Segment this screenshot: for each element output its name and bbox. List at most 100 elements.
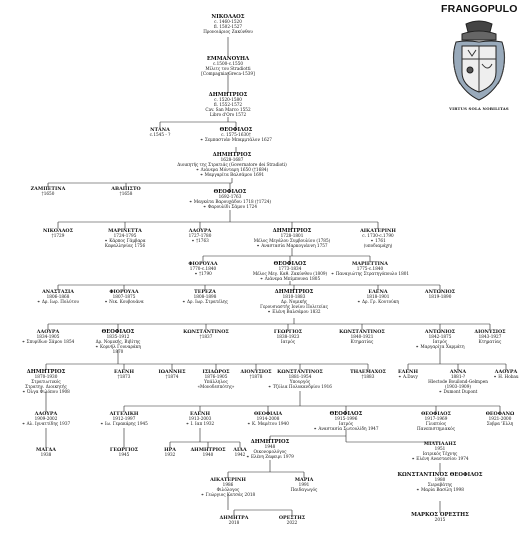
person-name: ΛΑΟΥΡΑ xyxy=(34,411,58,417)
person-detail: †1650 xyxy=(41,190,55,196)
person-name: ΚΩΝΣΤΑΝΤΙΝΟΣ ΘΕΟΦΙΛΟΣ xyxy=(397,472,483,478)
person-konstantinos: ΚΩΝΣΤΑΝΤΙΝΟΣ†1837 xyxy=(183,330,229,340)
person-detail: 1986 xyxy=(222,481,234,487)
person-detail: †1658 xyxy=(119,190,133,196)
person-detail: c. 1520-1580 xyxy=(214,96,242,102)
person-detail: 1942 xyxy=(234,451,246,457)
person-name: ΖΑΜΠΕΤΙΝΑ xyxy=(30,186,66,192)
person-name: ΑΝΑΣΤΑΣΙΑ xyxy=(42,289,74,295)
person-name: ΓΕΩΡΓΙΟΣ xyxy=(273,329,303,335)
person-laoura: ΛΑΟΥΡΑ⚭ H. Hobau xyxy=(493,370,518,380)
person-detail: Πανεπιστημιακός xyxy=(417,425,455,431)
person-name: ΘΕΟΦΙΛΟΣ xyxy=(421,411,451,417)
person-detail: (υποδιαμάχη) xyxy=(363,242,393,248)
person-detail: ⚭ Σεμπαστιάν Μπαμμτάλον 1627 xyxy=(200,136,272,142)
person-name: ΗΡΑ xyxy=(164,447,176,453)
person-detail: 1807-1875 xyxy=(112,293,136,299)
person-name: ΛΙΔΑ xyxy=(233,447,247,453)
person-name: ΔΗΜΗΤΡΙΟΣ xyxy=(272,228,312,234)
person-name: ΘΕΟΦΙΛΟΣ xyxy=(213,189,247,195)
person-name: ΔΗΜΗΤΡΙΟΣ xyxy=(190,447,226,453)
person-detail: 1914-2008 xyxy=(256,415,280,421)
person-name: ΤΗΛΕΜΑΧΟΣ xyxy=(350,369,386,375)
person-detail: Cav. San Marco 1552 xyxy=(205,106,251,112)
person-detail: 1913-2003 xyxy=(188,415,212,421)
person-detail: c. 1730-c.1790 xyxy=(362,232,394,238)
person-detail: †1729 xyxy=(51,232,65,238)
person-detail: 1881-1954 xyxy=(288,373,312,379)
person-name: ΓΕΩΡΓΙΟΣ xyxy=(109,447,139,453)
person-name: ΑΝΤΩΝΙΟΣ xyxy=(424,289,456,295)
person-detail: 1870-1930 xyxy=(34,373,58,379)
person-detail: †1874 xyxy=(165,373,179,379)
person-name: ΝΙΚΟΛΑΟΣ xyxy=(43,228,73,234)
person-detail: ⚭ Ελένη Βαλσάμου 1832 xyxy=(267,308,321,314)
person-name: ΘΕΟΦΙΛΟΣ xyxy=(273,261,307,267)
person-detail: 1991 xyxy=(298,481,310,487)
person-detail: ⚭ Δρ. Ιωρ. Στρατέλης xyxy=(182,298,228,304)
person-detail: Διοικητής της Στρατιάς (Governatore dei … xyxy=(177,161,287,167)
person-detail: ⚭ Κάρπος Γάμβαρα xyxy=(104,237,146,243)
person-detail: (1903-1909) xyxy=(444,383,471,389)
person-detail: ⚭ Μαρία Βασίλη 1998 xyxy=(416,486,464,492)
person-detail: Μέλος Μεγ. Καθ. Ζακύνθου (1809) xyxy=(252,270,328,276)
person-name: ΦΙΟΡΟΥΛΑ xyxy=(188,261,218,267)
person-detail: 1727-1780 xyxy=(188,232,212,238)
person-detail: †1837 xyxy=(199,333,213,339)
person-detail: Στρατηγ. Διοικητής xyxy=(25,383,67,389)
person-detail: †1873 xyxy=(117,373,131,379)
person-detail: ⚭ Μαγκάτα Βαρουχάδου 1718 (†1724) xyxy=(188,198,272,204)
person-name: ΟΡΕΣΤΗΣ xyxy=(278,515,306,521)
person-name: ΕΜΜΑΝΟΥΗΛ xyxy=(206,56,250,62)
person-detail: 1835-1912 xyxy=(106,333,130,339)
person-detail: ⚭ 1761 xyxy=(370,237,386,243)
person-detail: Υπουργός xyxy=(289,378,311,384)
person-detail: 1881-? xyxy=(450,373,466,379)
person-detail: 1808-1898 xyxy=(193,293,217,299)
person-detail: 1770-c.1840 xyxy=(189,265,217,271)
person-detail: 1980 xyxy=(434,476,446,482)
person-detail: Μίλιτς του Stradiotti xyxy=(205,65,251,71)
person-detail: 1773-1834 xyxy=(278,265,302,271)
person-name: ΕΛΕΝΗ xyxy=(398,369,418,375)
person-name: ΜΑΡΚΟΣ ΟΡΕΣΤΗΣ xyxy=(411,512,469,518)
person-detail: 2018 xyxy=(228,519,240,525)
person-name: ΔΗΜΗΤΡΙΟΣ xyxy=(26,369,66,375)
person-detail: ⚭ Κορνήλ Γουναράκη xyxy=(95,343,141,349)
person-detail: 1951 xyxy=(434,445,446,451)
person-name: ΦΙΟΡΟΥΛΑ xyxy=(109,289,139,295)
person-detail: c.1545 - ? xyxy=(149,131,171,137)
person-name: ΚΩΝΣΤΑΝΤΙΝΟΣ xyxy=(277,369,323,375)
person-detail: ⚭ Σπυρίδων Σάμου 1854 xyxy=(21,338,75,344)
person-nikolaos: ΝΙΚΟΛΑΟΣ†1729 xyxy=(43,229,73,239)
person-detail: †1883 xyxy=(361,373,375,379)
person-name: ΔΙΟΝΥΣΙΟΣ xyxy=(240,369,272,375)
person-detail: 1917-1969 xyxy=(424,415,448,421)
person-detail: ⚭ Λιάνερα Μόνταρη 1650 (†1684) xyxy=(195,166,269,172)
